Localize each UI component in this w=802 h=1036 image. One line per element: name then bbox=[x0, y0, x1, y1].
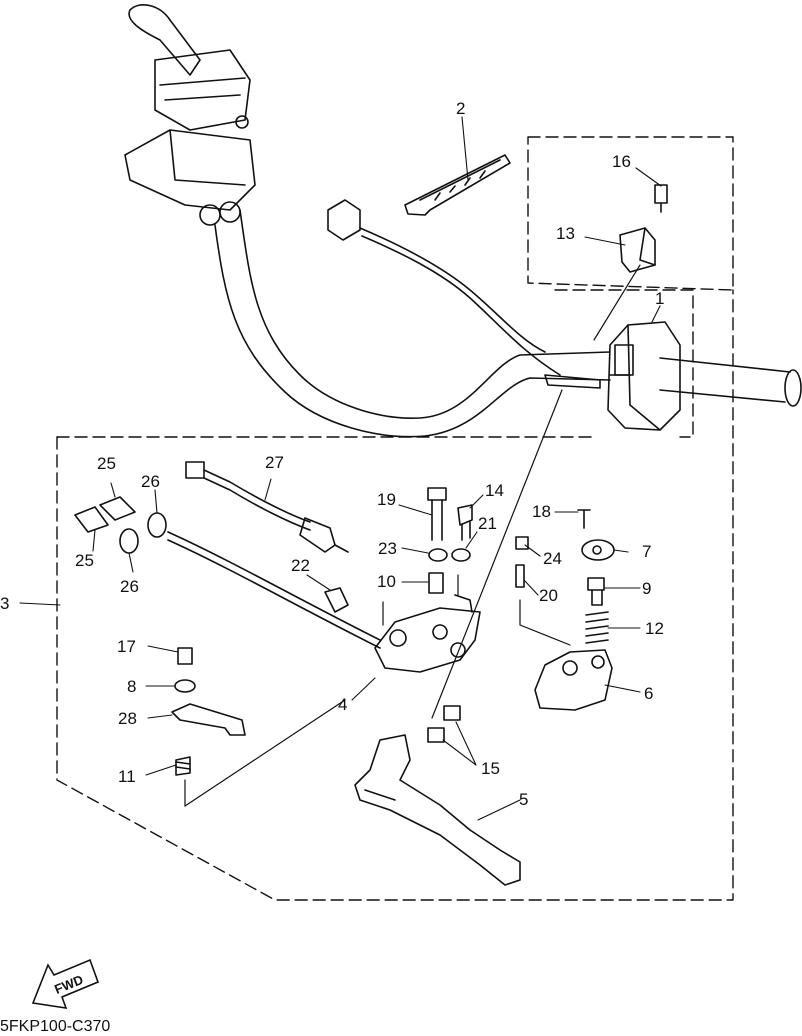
part-label-3: 3 bbox=[0, 594, 10, 613]
drawing-code: 5FKP100-C370 bbox=[0, 1018, 111, 1035]
fwd-arrow-text: FWD bbox=[52, 972, 85, 997]
right-switch bbox=[607, 321, 681, 431]
part-label-21: 21 bbox=[478, 514, 497, 533]
part-label-28: 28 bbox=[118, 709, 137, 728]
boot-22 bbox=[324, 587, 349, 613]
part-label-15: 15 bbox=[481, 759, 500, 778]
part-label-18: 18 bbox=[532, 502, 551, 521]
part-label-5: 5 bbox=[519, 790, 529, 809]
part-label-10: 10 bbox=[377, 572, 396, 591]
part-label-25b: 25 bbox=[75, 551, 94, 570]
part-label-2: 2 bbox=[456, 99, 466, 118]
part-label-19: 19 bbox=[377, 490, 396, 509]
part-label-27: 27 bbox=[265, 453, 284, 472]
part-label-6: 6 bbox=[644, 684, 654, 703]
part-label-16: 16 bbox=[612, 152, 631, 171]
leader-lines bbox=[184, 264, 641, 807]
part-label-1: 1 bbox=[655, 289, 665, 308]
part-label-14: 14 bbox=[485, 481, 504, 500]
part-label-24: 24 bbox=[543, 549, 562, 568]
part-label-26a: 26 bbox=[141, 472, 160, 491]
part-label-23: 23 bbox=[378, 539, 397, 558]
part-label-22: 22 bbox=[291, 556, 310, 575]
label-leaders bbox=[19, 116, 662, 821]
part-label-11: 11 bbox=[118, 767, 136, 786]
part-label-13: 13 bbox=[556, 224, 575, 243]
group-outlines bbox=[56, 136, 734, 901]
small-hardware bbox=[171, 647, 246, 776]
bolts-and-washers bbox=[427, 487, 473, 594]
part-label-4: 4 bbox=[338, 695, 348, 714]
clutch-cable bbox=[167, 531, 381, 649]
part-label-9: 9 bbox=[642, 579, 652, 598]
part-label-26b: 26 bbox=[120, 577, 139, 596]
adjuster-bolts-and-nuts bbox=[74, 496, 167, 554]
forward-arrow-icon: FWD bbox=[31, 958, 100, 1009]
switch-wire-lead bbox=[327, 199, 601, 389]
part-label-12: 12 bbox=[645, 619, 664, 638]
handlebar bbox=[214, 209, 802, 438]
starter-switch-parts bbox=[515, 509, 615, 711]
clutch-switch-cable bbox=[185, 461, 349, 553]
part-label-17: 17 bbox=[117, 637, 136, 656]
part-label-7: 7 bbox=[642, 542, 652, 561]
part-label-25a: 25 bbox=[97, 454, 116, 473]
switch-clamp-and-screw bbox=[619, 184, 668, 273]
left-switch-assembly bbox=[124, 4, 256, 226]
lever-holder bbox=[374, 594, 481, 673]
part-label-8: 8 bbox=[127, 677, 137, 696]
part-label-20: 20 bbox=[539, 586, 558, 605]
clutch-lever bbox=[354, 734, 521, 886]
lever-nuts bbox=[427, 705, 461, 743]
cable-band bbox=[404, 154, 511, 216]
